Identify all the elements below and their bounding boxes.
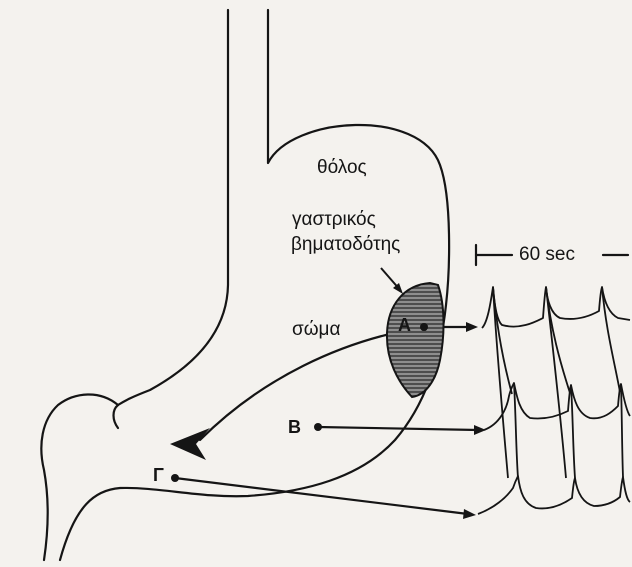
duodenal-bulb-outline bbox=[41, 394, 118, 560]
label-fundus: θόλος bbox=[317, 158, 367, 177]
label-time-scale: 60 sec bbox=[519, 245, 575, 264]
gastric-pacemaker-region bbox=[387, 283, 444, 397]
label-body: σώμα bbox=[292, 320, 341, 339]
stomach-outline-greater-curvature bbox=[60, 10, 449, 560]
stomach-outline-lesser-curvature bbox=[118, 10, 228, 405]
lead-arrowhead-a bbox=[466, 322, 478, 332]
label-point-a: Α bbox=[398, 316, 411, 334]
electrode-dot-a bbox=[420, 323, 428, 331]
label-point-b: Β bbox=[288, 418, 301, 436]
lead-arrowhead-c bbox=[463, 509, 476, 519]
electrode-dot-c bbox=[171, 474, 179, 482]
recording-trace-a bbox=[482, 287, 630, 328]
label-pacemaker-line2: βηματοδότης bbox=[291, 235, 400, 254]
recording-link-a-c-1 bbox=[493, 287, 508, 478]
electrode-dot-b bbox=[314, 423, 322, 431]
label-pacemaker-line1: γαστρικός bbox=[292, 210, 376, 229]
recording-trace-c bbox=[478, 476, 630, 514]
pylorus-notch bbox=[114, 405, 119, 428]
recording-link-b-c-3 bbox=[621, 384, 623, 477]
propagation-arrowhead bbox=[170, 428, 210, 460]
lead-line-b bbox=[318, 427, 478, 430]
label-point-c: Γ bbox=[153, 466, 164, 484]
recording-link-a-b-3 bbox=[602, 287, 620, 392]
